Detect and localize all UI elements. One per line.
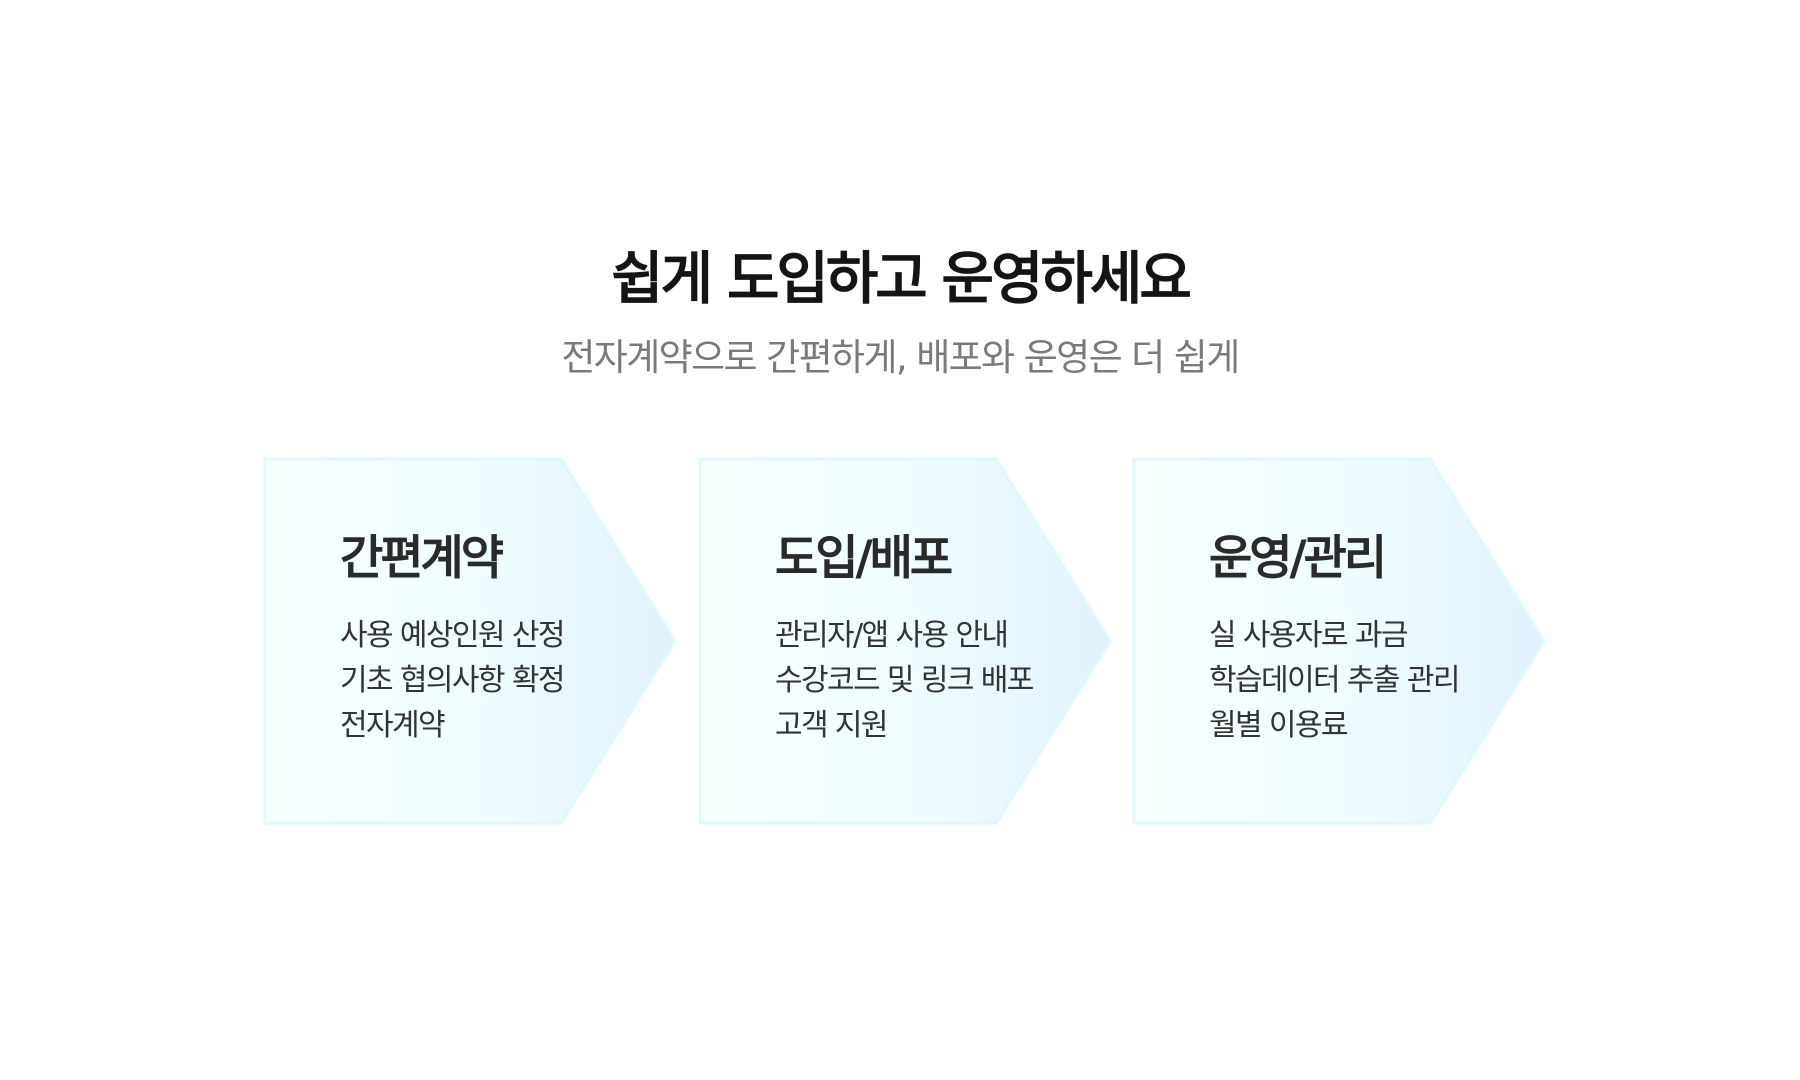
card-item: 수강코드 및 링크 배포 xyxy=(775,663,1034,698)
step-card-operate: 운영/관리 실 사용자로 과금 학습데이터 추출 관리 월별 이용료 xyxy=(1132,457,1547,825)
step-card-contract: 간편계약 사용 예상인원 산정 기초 협의사항 확정 전자계약 xyxy=(263,457,678,825)
card-item: 월별 이용료 xyxy=(1209,708,1349,743)
page-subtitle: 전자계약으로 간편하게, 배포와 운영은 더 쉽게 xyxy=(561,336,1240,379)
card-item: 전자계약 xyxy=(340,708,446,743)
arrow-card-shape xyxy=(698,457,1112,825)
card-item-list: 사용 예상인원 산정 기초 협의사항 확정 전자계약 xyxy=(340,613,640,748)
card-item: 학습데이터 추출 관리 xyxy=(1209,663,1460,698)
card-title: 도입/배포 xyxy=(775,531,953,586)
card-item-list: 관리자/앱 사용 안내 수강코드 및 링크 배포 고객 지원 xyxy=(775,613,1075,748)
card-item: 고객 지원 xyxy=(775,708,889,743)
arrow-card-shape xyxy=(1132,457,1546,825)
step-card-deploy: 도입/배포 관리자/앱 사용 안내 수강코드 및 링크 배포 고객 지원 xyxy=(698,457,1113,825)
arrow-card-shape xyxy=(263,457,677,825)
card-item: 관리자/앱 사용 안내 xyxy=(775,618,1009,653)
card-item-list: 실 사용자로 과금 학습데이터 추출 관리 월별 이용료 xyxy=(1209,613,1509,748)
card-title: 운영/관리 xyxy=(1209,531,1387,586)
card-item: 실 사용자로 과금 xyxy=(1209,618,1408,653)
card-item: 기초 협의사항 확정 xyxy=(340,663,565,698)
card-title: 간편계약 xyxy=(340,531,504,586)
card-item: 사용 예상인원 산정 xyxy=(340,618,565,653)
page-title: 쉽게 도입하고 운영하세요 xyxy=(611,246,1192,312)
